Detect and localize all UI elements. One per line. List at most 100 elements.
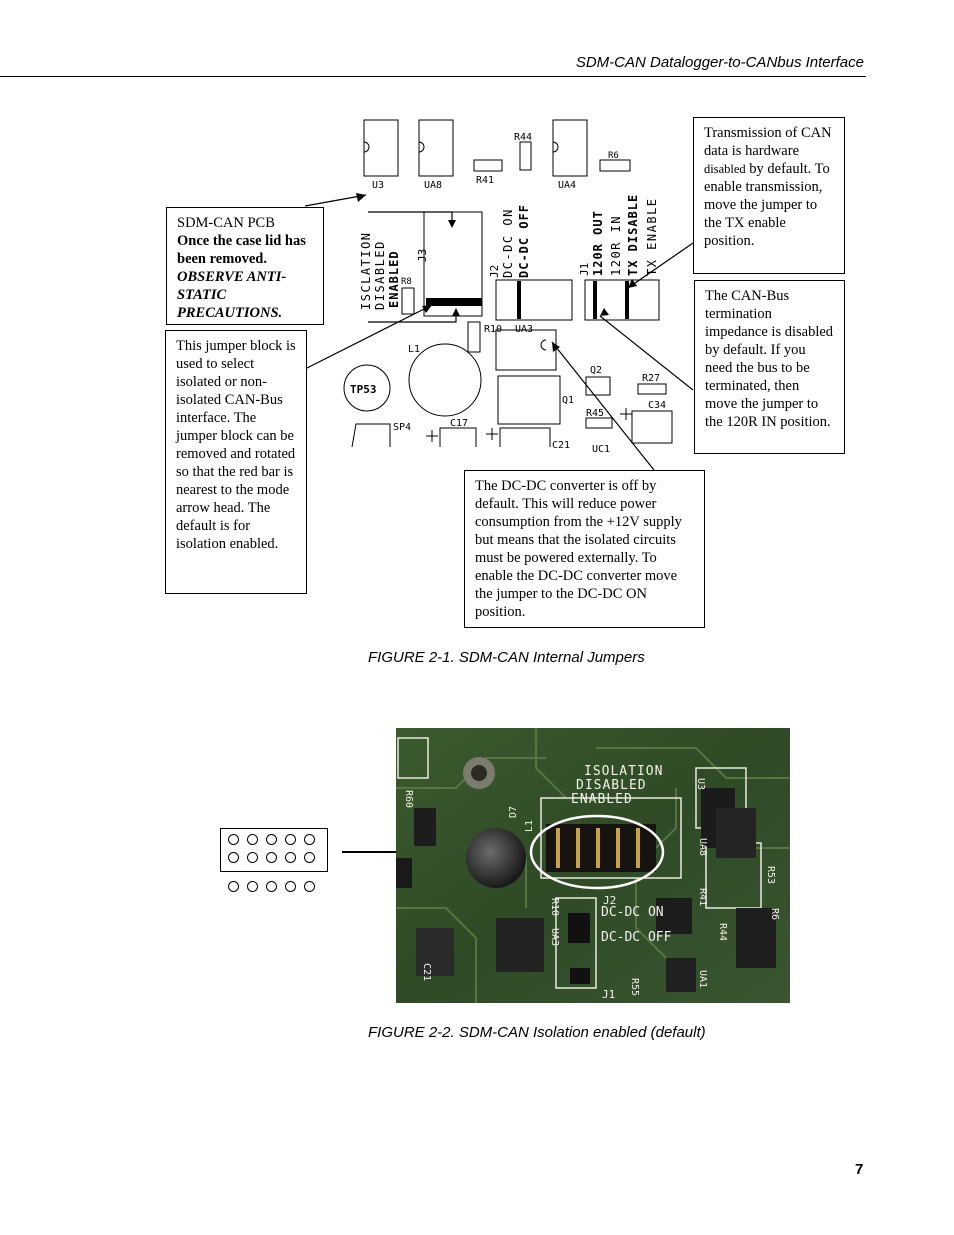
photo-label-l1: L1: [524, 820, 535, 832]
r8-resistor: [401, 287, 415, 315]
pin: [228, 834, 239, 845]
label-sp4: SP4: [393, 422, 411, 433]
pin: [228, 852, 239, 863]
u3-chip: [363, 119, 399, 177]
ua4-chip: [552, 119, 588, 177]
c21-outline: [499, 427, 551, 447]
callout-pcb: SDM-CAN PCB Once the case lid has been r…: [166, 207, 324, 325]
label-ua8: UA8: [424, 180, 442, 191]
photo-label-dcdc-on: DC-DC ON: [601, 905, 664, 920]
r6-resistor: [599, 159, 631, 172]
callout-can-termination-text: The CAN-Bus termination impedance is dis…: [705, 288, 834, 430]
ua3-chip: [495, 329, 557, 371]
photo-label-r53: R53: [765, 866, 776, 884]
label-dcdc-on: DC-DC ON: [501, 208, 515, 278]
label-c34: C34: [648, 400, 666, 411]
ua8-chip: [418, 119, 454, 177]
page-number: 7: [855, 1161, 864, 1178]
label-uc1: UC1: [592, 444, 610, 455]
photo-label-j2: J2: [603, 894, 616, 907]
label-ua4: UA4: [558, 180, 576, 191]
leader-j3-top: [368, 211, 453, 224]
label-q1: Q1: [562, 395, 574, 406]
callout-dcdc: The DC-DC converter is off by default. T…: [464, 470, 705, 628]
photo-label-isolation: ISOLATION: [584, 764, 663, 779]
label-r27: R27: [642, 373, 660, 384]
pin: [247, 881, 258, 892]
c34-capacitor: [631, 410, 673, 444]
pin: [285, 834, 296, 845]
label-ua3: UA3: [515, 324, 533, 335]
callout-pcb-bold: Once the case lid has been removed.: [177, 233, 306, 267]
label-c21: C21: [552, 440, 570, 451]
label-120r-in: 120R IN: [609, 215, 623, 276]
pin: [304, 852, 315, 863]
label-u3: U3: [372, 180, 384, 191]
photo-label-r10: R10: [549, 898, 560, 916]
r44-resistor: [519, 141, 532, 171]
label-j3: J3: [416, 249, 429, 262]
photo-label-j1: J1: [602, 988, 615, 1001]
callout-tx-post: by default. To enable transmission, move…: [704, 161, 830, 249]
label-tx-disable: TX DISABLE: [626, 194, 640, 276]
label-r8: R8: [401, 277, 412, 287]
leader-termination: [599, 315, 694, 391]
label-r6: R6: [608, 151, 619, 161]
callout-can-termination: The CAN-Bus termination impedance is dis…: [694, 280, 845, 454]
pin: [285, 881, 296, 892]
pin-header-diagram: [220, 828, 328, 872]
callout-tx: Transmission of CAN data is hardware dis…: [693, 117, 845, 274]
header-rule: [0, 76, 866, 77]
leader-jumper-block: [306, 304, 433, 369]
leader-pcb: [304, 194, 367, 207]
label-r44: R44: [514, 132, 532, 143]
callout-pcb-title: SDM-CAN PCB: [177, 215, 275, 231]
j1-photo-jumper: [570, 968, 590, 984]
label-120r-out: 120R OUT: [591, 210, 605, 276]
photo-label-ua8: UA8: [697, 838, 708, 856]
figure1-caption: FIGURE 2-1. SDM-CAN Internal Jumpers: [368, 649, 645, 666]
pin: [304, 881, 315, 892]
photo-label-u3: U3: [695, 778, 706, 790]
figure2-caption: FIGURE 2-2. SDM-CAN Isolation enabled (d…: [368, 1024, 706, 1041]
r27-resistor: [637, 383, 667, 395]
label-enabled: ENABLED: [387, 250, 401, 308]
j2-jumper: [495, 279, 573, 321]
callout-jumper-block: This jumper block is used to select isol…: [165, 330, 307, 594]
pin: [266, 852, 277, 863]
label-j1: J1: [578, 263, 591, 276]
label-disabled: DISABLED: [373, 240, 387, 310]
isolation-highlight-oval: [529, 814, 665, 890]
photo-label-d7: D7: [508, 806, 519, 818]
pin: [247, 834, 258, 845]
label-q2: Q2: [590, 365, 602, 376]
photo-label-disabled: DISABLED: [576, 778, 647, 793]
callout-tx-small: disabled: [704, 162, 746, 176]
callout-jumper-block-text: This jumper block is used to select isol…: [176, 338, 296, 552]
label-l1: L1: [408, 344, 420, 355]
inductor-l1: [466, 828, 526, 888]
leader-dcdc: [551, 341, 655, 471]
q1-block: [497, 375, 561, 425]
j2-jumper-bar: [517, 281, 521, 319]
label-tp53: TP53: [350, 383, 377, 396]
pin: [304, 834, 315, 845]
j1-jumper: [584, 279, 660, 321]
l1-inductor: [408, 343, 482, 417]
label-j2: J2: [488, 265, 501, 278]
j1-jumper-bar-b: [625, 281, 629, 319]
callout-tx-pre: Transmission of CAN data is hardware: [704, 125, 832, 159]
q2-transistor: [585, 376, 611, 396]
header-title: SDM-CAN Datalogger-to-CANbus Interface: [575, 54, 864, 71]
pin: [228, 881, 239, 892]
board-photo: ISOLATION DISABLED ENABLED DC-DC ON DC-D…: [396, 728, 790, 1003]
photo-label-r41: R41: [697, 888, 708, 906]
pcb-diagram: U3 UA8 R44 R41 UA4 R6 R8 R10 UA3 L1 TP53…: [304, 119, 694, 471]
chip-ua8: [716, 808, 756, 858]
pin: [247, 852, 258, 863]
photo-label-r44: R44: [717, 923, 728, 941]
callout-pcb-warning: OBSERVE ANTI-STATIC PRECAUTIONS.: [177, 269, 287, 321]
photo-label-dcdc-off: DC-DC OFF: [601, 930, 672, 945]
photo-label-r6: R6: [769, 908, 780, 920]
label-r10: R10: [484, 324, 502, 335]
